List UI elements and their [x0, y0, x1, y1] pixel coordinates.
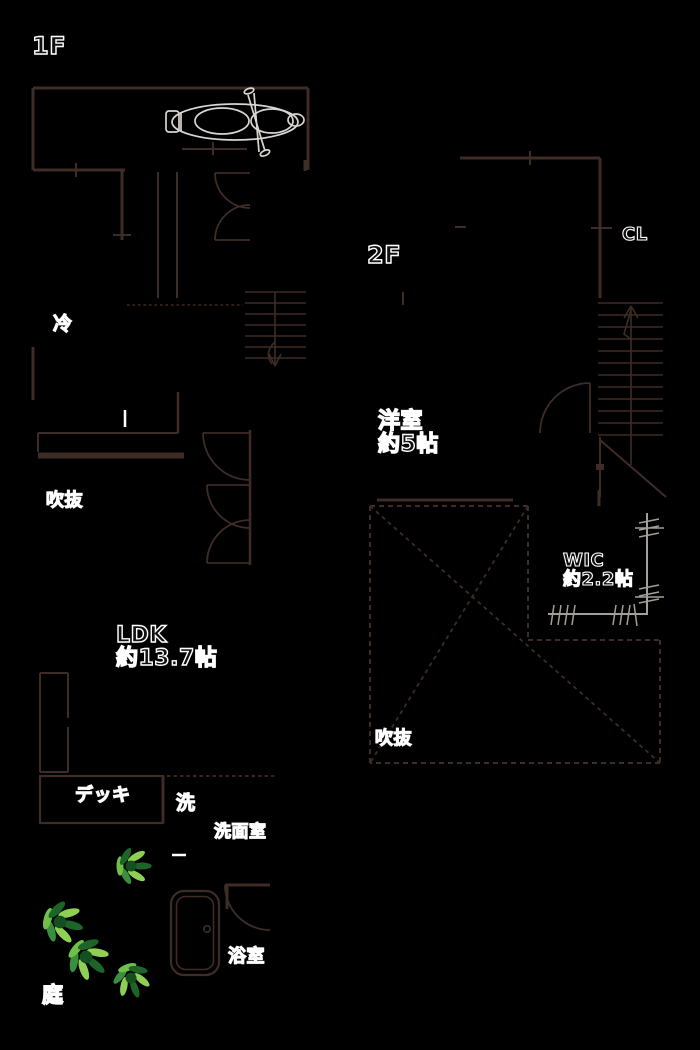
floor2-walls: [377, 151, 612, 506]
wic-rails: [548, 513, 664, 627]
room-label-washroom: 洗面室: [213, 822, 267, 842]
bathroom: [169, 883, 271, 977]
kitchen-counter: [37, 392, 184, 459]
stairs-2f: [596, 302, 667, 498]
floor2-label: 2F: [366, 241, 402, 269]
western-size: 約5帖: [377, 432, 439, 458]
room-label-laundry: 洗: [175, 792, 196, 814]
ldk-name: LDK: [115, 623, 167, 648]
garage-walls: [31, 86, 310, 298]
floor1-label: 1F: [31, 32, 67, 60]
room-label-ldk: LDK 約13.7帖: [115, 623, 218, 672]
ldk-doors: [202, 430, 252, 565]
room-label-void-2f: 吹抜: [374, 728, 412, 749]
entrance-double-door: [214, 172, 251, 241]
washroom-walls: [161, 775, 275, 857]
scooter-icon: [165, 87, 305, 157]
bathtub-icon: [169, 889, 221, 977]
room-label-fridge: 冷: [52, 313, 73, 335]
ldk-counter: [39, 672, 69, 773]
wic-name: WIC: [562, 550, 605, 571]
room-label-void-1f: 吹抜: [45, 490, 83, 511]
room-label-wic: WIC 約2.2帖: [562, 550, 634, 591]
room-label-garden: 庭: [41, 983, 64, 1007]
wic-size: 約2.2帖: [562, 569, 634, 591]
void-outline-2f: [369, 505, 661, 764]
bath-door-arc: [224, 884, 271, 931]
ldk-size: 約13.7帖: [115, 646, 218, 672]
room-label-closet: CL: [621, 224, 648, 245]
room-label-deck: デッキ: [74, 785, 131, 806]
bedroom-door: [539, 382, 591, 434]
stairs-1f: [127, 291, 306, 367]
room-label-western: 洋室 約5帖: [377, 409, 439, 458]
room-label-bathroom: 浴室: [227, 946, 265, 967]
western-name: 洋室: [377, 409, 424, 434]
plant-icons: [38, 846, 157, 1004]
